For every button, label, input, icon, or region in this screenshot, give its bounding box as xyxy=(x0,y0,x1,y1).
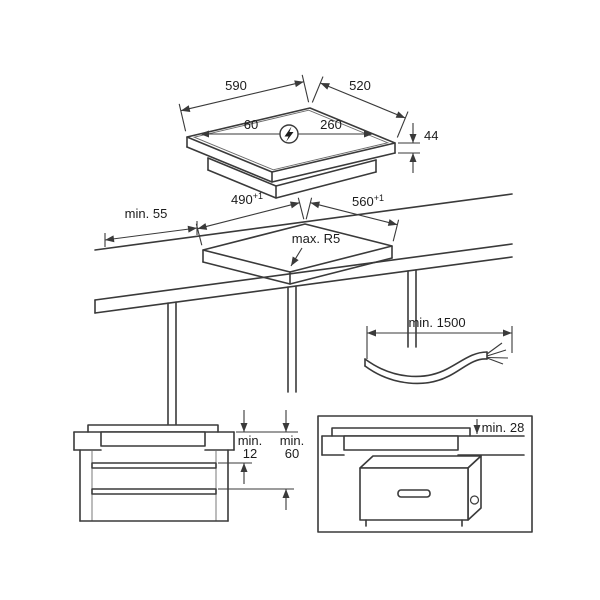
hob-width-label: 590 xyxy=(225,78,247,93)
dim-min-gap-60: min. 60 xyxy=(218,410,304,510)
gap-a-prefix-label: min. xyxy=(238,433,263,448)
worktop-cutout-view xyxy=(94,193,513,425)
dim-cutout-width-560: 560+1 xyxy=(305,193,400,242)
oven-gap-label: min. 28 xyxy=(482,420,525,435)
cutout-depth-label: 490+1 xyxy=(231,191,263,207)
power-connection-icon xyxy=(279,124,299,144)
hob-isometric-view xyxy=(186,107,396,199)
min-clearance-label: min. 55 xyxy=(125,206,168,221)
dim-cutout-depth-490: 490+1 xyxy=(195,191,305,246)
note-corner-radius: max. R5 xyxy=(290,231,340,267)
gap-b-value-label: 60 xyxy=(285,446,299,461)
dim-min-gap-28: min. 28 xyxy=(473,419,525,435)
cable-wire-ends-icon xyxy=(486,342,509,365)
mains-cable-drawing: min. 1500 xyxy=(364,315,513,385)
gap-a-value-label: 12 xyxy=(243,446,257,461)
cable-length-label: min. 1500 xyxy=(408,315,465,330)
hob-height-label: 44 xyxy=(424,128,438,143)
dim-min-rear-clearance: min. 55 xyxy=(104,206,198,247)
dim-min-gap-12: min. 12 xyxy=(218,410,298,484)
oven-section-view xyxy=(317,415,533,533)
oven-illustration xyxy=(359,455,482,527)
oven-knob-icon xyxy=(469,495,480,505)
mains-offset-right-label: 260 xyxy=(320,117,342,132)
mains-offset-left-label: 60 xyxy=(244,117,258,132)
hob-depth-label: 520 xyxy=(349,78,371,93)
cutout-width-label: 560+1 xyxy=(352,193,384,209)
dim-mains-position: 60 260 xyxy=(200,117,373,144)
cabinet-section-view xyxy=(73,424,235,522)
dim-depth-520: 520 xyxy=(311,76,409,138)
dim-height-44: 44 xyxy=(398,123,438,173)
corner-radius-label: max. R5 xyxy=(292,231,340,246)
oven-handle-icon xyxy=(397,489,431,498)
dim-width-590: 590 xyxy=(178,74,310,132)
gap-b-prefix-label: min. xyxy=(280,433,305,448)
